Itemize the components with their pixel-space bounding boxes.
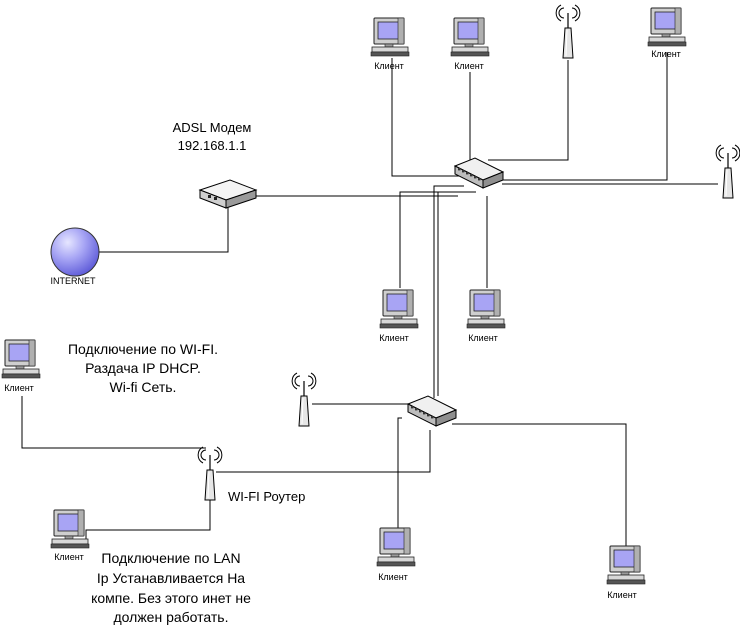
globe-icon <box>50 227 100 277</box>
adsl-modem: ADSL Модем 192.168.1.1 <box>173 120 257 209</box>
client-node: Клиент <box>376 527 416 582</box>
access-point-icon <box>555 4 581 59</box>
internet-node: INTERNET <box>50 227 100 286</box>
wire-switch-router <box>216 430 431 473</box>
client-label: Клиент <box>378 572 408 582</box>
wifi-note-line: Подключение по WI-FI. <box>68 341 218 357</box>
wire-wifi-client-router <box>21 396 206 449</box>
lan-note: Подключение по LAN Ip Устанавливается На… <box>91 550 251 625</box>
client-label: Клиент <box>607 590 637 600</box>
wire-client4-switch <box>399 191 460 288</box>
computer-icon <box>606 545 646 585</box>
lan-note-line: Подключение по LAN <box>101 550 240 566</box>
client-node: Клиент <box>647 7 687 59</box>
client-node: Клиент <box>1 339 41 393</box>
wire-internet-modem <box>98 200 229 253</box>
wire-ap-top-switch <box>488 60 569 161</box>
lan-note-line: компе. Без этого инет не <box>91 590 251 606</box>
wire-client7-switch <box>452 423 627 568</box>
computer-icon <box>370 17 410 57</box>
wire-client6-switch <box>397 417 402 528</box>
connection-lines <box>21 52 718 568</box>
wifi-router: WI-FI Роутер <box>197 446 305 504</box>
client-node: Клиент <box>379 289 419 343</box>
wire-lan-client-router <box>70 500 211 545</box>
client-node: Клиент <box>606 545 646 600</box>
client-label: Клиент <box>651 49 681 59</box>
wire-client1-switch <box>391 58 462 177</box>
internet-label: INTERNET <box>51 276 97 286</box>
lan-note-line: Ip Устанавливается На <box>97 570 245 586</box>
client-label: Клиент <box>379 333 409 343</box>
computer-icon <box>379 289 419 329</box>
router-label: WI-FI Роутер <box>228 489 305 504</box>
modem-ip: 192.168.1.1 <box>178 138 247 153</box>
client-node: Клиент <box>450 17 490 71</box>
switch-icon <box>407 395 457 427</box>
wire-switch-trunk <box>437 191 476 396</box>
computer-icon <box>450 17 490 57</box>
client-node: Клиент <box>370 17 410 71</box>
client-node: Клиент <box>466 289 506 343</box>
computer-icon <box>466 289 506 329</box>
wire-client3-switch <box>500 52 668 181</box>
client-label: Клиент <box>454 61 484 71</box>
modem-title: ADSL Модем <box>173 120 252 135</box>
computer-icon <box>376 527 416 567</box>
access-point-icon <box>291 372 317 427</box>
client-node: Клиент <box>50 509 90 562</box>
modem-icon <box>199 179 257 209</box>
client-label: Клиент <box>468 333 498 343</box>
wifi-note: Подключение по WI-FI. Раздача IP DHCP. W… <box>68 341 218 395</box>
computer-icon <box>50 509 90 549</box>
client-label: Клиент <box>4 383 34 393</box>
wifi-router-icon <box>197 446 223 501</box>
wifi-note-line: Раздача IP DHCP. <box>85 360 201 376</box>
switch-icon <box>454 157 504 189</box>
client-label: Клиент <box>374 61 404 71</box>
computer-icon <box>647 7 687 47</box>
access-point-icon <box>715 144 740 199</box>
lan-note-line: должен работать. <box>114 609 229 625</box>
client-label: Клиент <box>54 552 84 562</box>
computer-icon <box>1 339 41 379</box>
wire-switch-trunk2 <box>433 185 464 398</box>
wifi-note-line: Wi-fi Сеть. <box>110 379 177 395</box>
